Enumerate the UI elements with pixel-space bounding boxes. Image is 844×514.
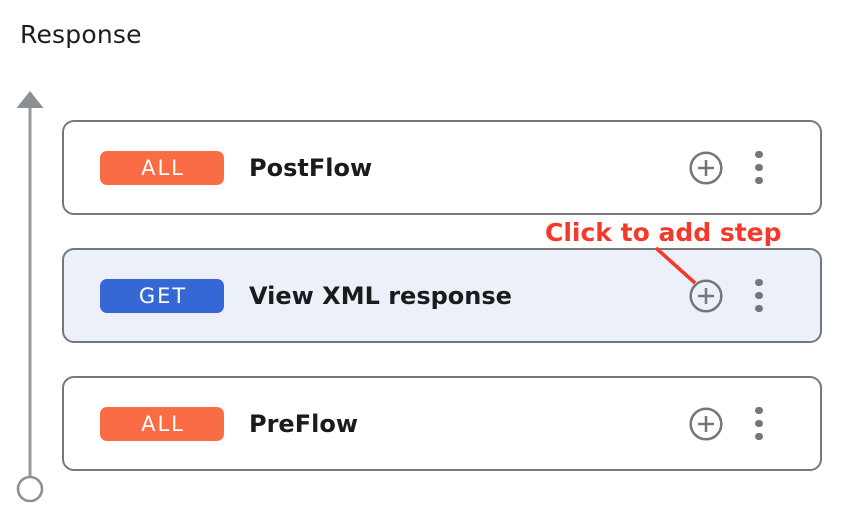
card-menu-button[interactable] [746,149,772,187]
flow-label: View XML response [249,281,512,310]
card-menu-button[interactable] [746,405,772,443]
card-menu-button[interactable] [746,277,772,315]
plus-circle-icon [689,278,723,313]
kebab-menu-icon [755,150,763,159]
annotation-click-to-add-step: Click to add step [545,218,782,247]
flow-card-list: ALL PostFlow GET View XML response [62,120,822,471]
flow-label: PostFlow [249,153,373,182]
method-badge: GET [100,278,224,313]
method-badge: ALL [100,150,224,185]
plus-circle-icon [689,150,723,185]
flow-card-view-xml-response[interactable]: GET View XML response [62,248,822,343]
arrow-up-icon [16,91,44,108]
flow-direction-timeline [16,91,44,503]
kebab-menu-icon [755,406,763,415]
plus-circle-icon [689,406,723,441]
flow-card-postflow[interactable]: ALL PostFlow [62,120,822,215]
flow-card-preflow[interactable]: ALL PreFlow [62,376,822,471]
circle-terminal-icon [16,475,44,503]
kebab-menu-icon [755,278,763,287]
add-step-button[interactable] [687,277,725,315]
add-step-button[interactable] [687,405,725,443]
flow-label: PreFlow [249,409,358,438]
method-badge: ALL [100,406,224,441]
page-title: Response [20,20,142,49]
add-step-button[interactable] [687,149,725,187]
